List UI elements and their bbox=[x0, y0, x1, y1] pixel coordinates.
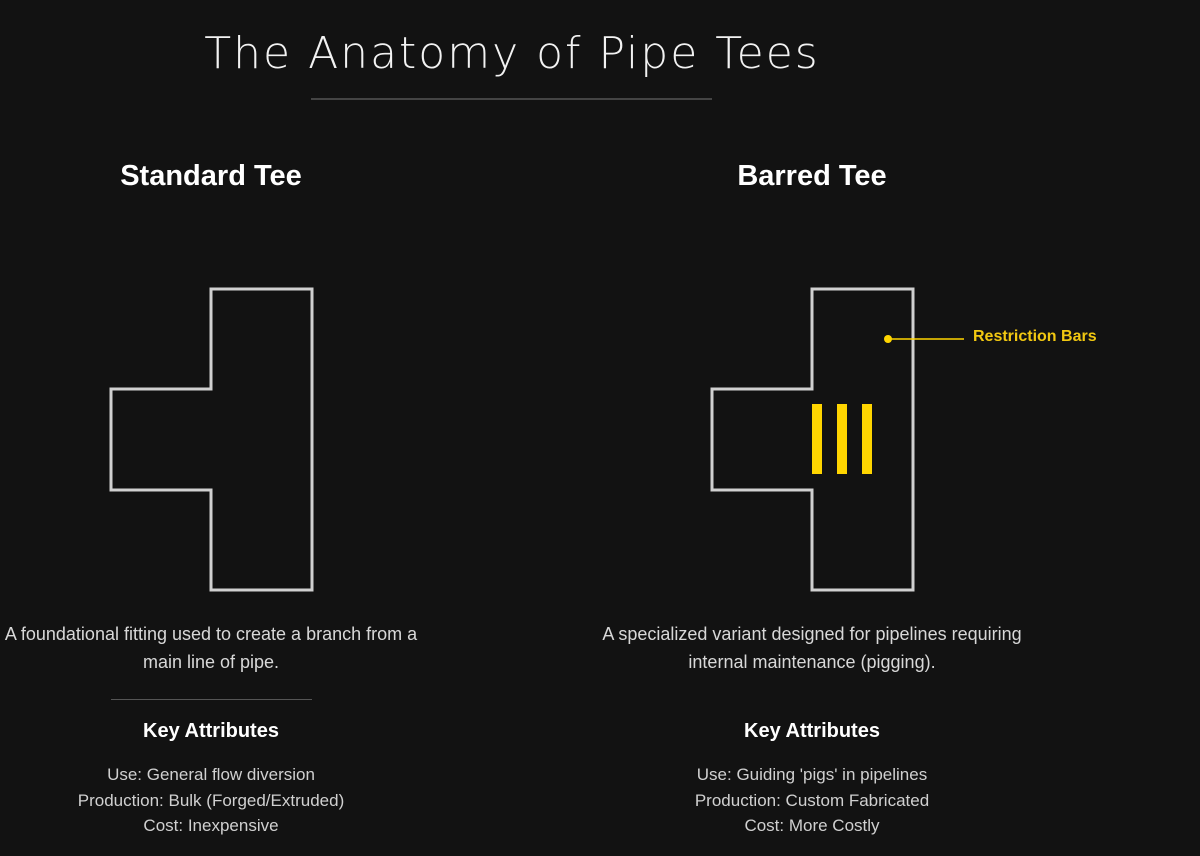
title-divider bbox=[311, 98, 712, 100]
restriction-bar bbox=[837, 404, 847, 474]
standard-attributes-list: Use: General flow diversion Production: … bbox=[1, 762, 421, 839]
section-divider bbox=[111, 699, 312, 700]
barred-attributes-title: Key Attributes bbox=[744, 720, 880, 742]
tee-outline bbox=[109, 287, 314, 592]
attribute-use: Use: General flow diversion bbox=[107, 765, 315, 784]
tee-outline bbox=[710, 287, 915, 592]
page-title: The Anatomy of Pipe Tees bbox=[204, 28, 820, 79]
attribute-use: Use: Guiding 'pigs' in pipelines bbox=[696, 765, 928, 784]
restriction-bar bbox=[862, 404, 872, 474]
barred-tee-diagram bbox=[710, 287, 964, 592]
barred-tee-description: A specialized variant designed for pipel… bbox=[602, 624, 1022, 672]
attribute-production: Production: Bulk (Forged/Extruded) bbox=[77, 790, 345, 810]
restriction-bar bbox=[812, 404, 822, 474]
barred-attributes-list: Use: Guiding 'pigs' in pipelines Product… bbox=[602, 762, 1022, 839]
attribute-cost: Cost: More Costly bbox=[744, 816, 880, 835]
attribute-cost: Cost: Inexpensive bbox=[143, 816, 279, 835]
standard-tee-diagram bbox=[109, 287, 314, 592]
standard-tee-description: A foundational fitting used to create a … bbox=[4, 624, 418, 672]
standard-attributes-title: Key Attributes bbox=[143, 720, 279, 742]
standard-tee-heading: Standard Tee bbox=[120, 160, 302, 192]
attribute-production: Production: Custom Fabricated bbox=[694, 790, 930, 810]
restriction-bars-label: Restriction Bars bbox=[973, 328, 1097, 345]
barred-tee-heading: Barred Tee bbox=[737, 160, 887, 192]
